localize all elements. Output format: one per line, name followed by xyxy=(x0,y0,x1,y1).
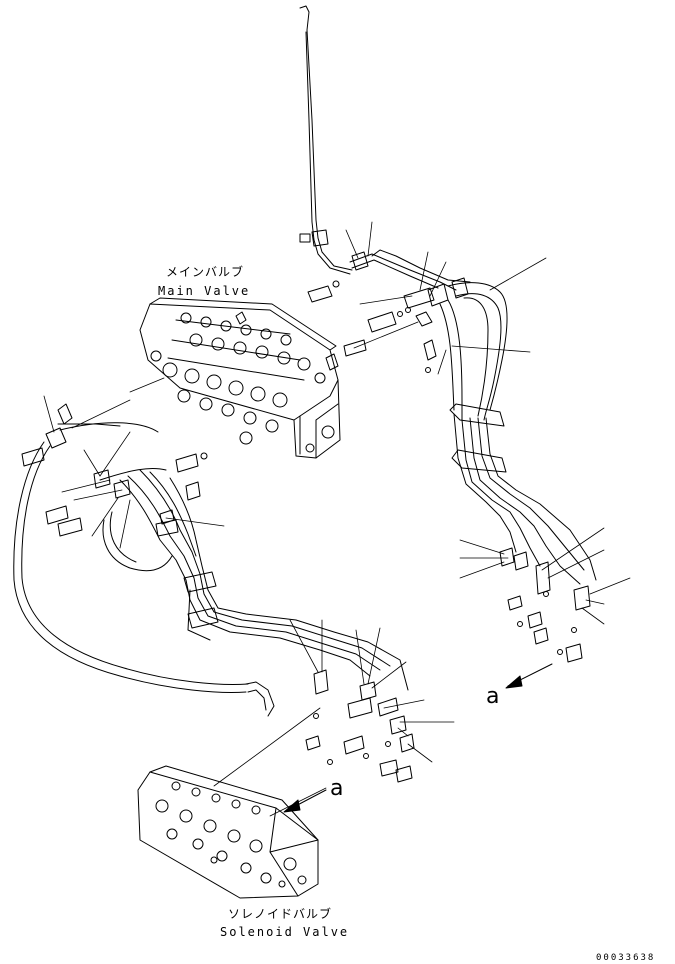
solenoid-valve-label-jp: ソレノイドバルブ xyxy=(228,907,333,921)
left-fittings xyxy=(21,403,208,537)
vertical-pipe xyxy=(299,5,353,275)
main-valve-label-en: Main Valve xyxy=(158,284,251,298)
left-hose-bundle xyxy=(13,422,409,717)
solenoid-ports xyxy=(155,781,307,888)
right-fittings xyxy=(499,547,591,663)
valve-ports xyxy=(150,311,339,453)
solenoid-valve-label-en: Solenoid Valve xyxy=(220,925,350,939)
lower-fittings xyxy=(305,669,415,783)
upper-fittings xyxy=(307,251,469,373)
main-valve-block xyxy=(139,297,341,459)
solenoid-valve-block xyxy=(137,765,319,899)
drawing-number: 00033638 xyxy=(596,953,656,963)
view-arrows xyxy=(283,663,553,813)
upper-hose-bundle xyxy=(349,249,597,585)
leader-lines xyxy=(43,221,631,817)
view-a-label-upper: a xyxy=(486,684,500,709)
main-valve-label-jp: メインバルブ xyxy=(166,265,245,279)
view-a-label-lower: a xyxy=(330,776,344,801)
